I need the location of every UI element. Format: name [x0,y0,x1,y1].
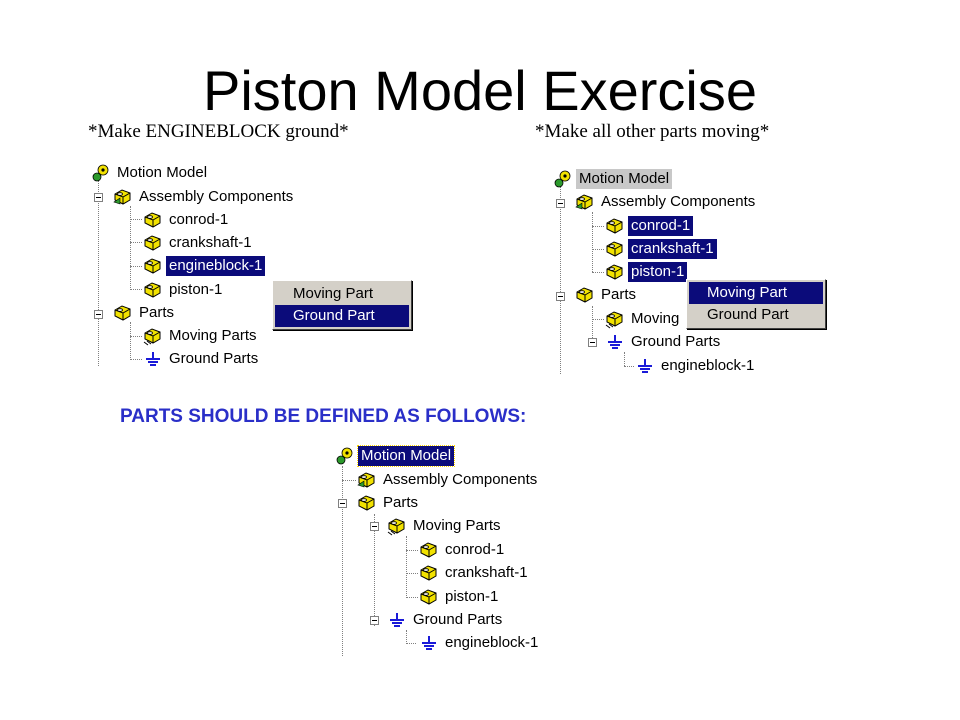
tree3-item-conrod[interactable]: conrod-1 [418,540,507,560]
motion-model-icon [92,164,109,182]
tree3-item-piston[interactable]: piston-1 [418,587,501,607]
part-block-icon [420,542,437,558]
ground-icon [607,334,623,349]
section-heading: PARTS SHOULD BE DEFINED AS FOLLOWS: [120,406,527,427]
part-block-icon [144,282,161,298]
tree3-parts[interactable]: Parts [356,493,421,513]
part-block-icon [606,264,623,280]
tree1-item-piston[interactable]: piston-1 [142,280,225,300]
collapse-toggle[interactable] [94,193,103,202]
motion-model-icon [336,447,353,465]
menu-item-moving-part[interactable]: Moving Part [293,285,374,302]
assembly-icon [574,192,596,212]
tree1-moving-parts[interactable]: Moving Parts [142,326,260,346]
tree2-root[interactable]: Motion Model [552,169,673,189]
ground-icon [389,612,405,627]
motion-model-icon [554,170,571,188]
collapse-toggle[interactable] [556,199,565,208]
tree1-item-engineblock[interactable]: engineblock-1 [142,256,266,276]
menu-item-moving-part[interactable]: Moving Part [689,282,823,304]
collapse-toggle[interactable] [370,616,379,625]
ground-icon [145,351,161,366]
collapse-toggle[interactable] [588,338,597,347]
assembly-icon [112,187,134,207]
part-block-icon [144,258,161,274]
instruction-right: *Make all other parts moving* [535,121,770,142]
collapse-toggle[interactable] [94,310,103,319]
part-block-icon [114,305,131,321]
part-block-icon [420,565,437,581]
part-block-icon [606,218,623,234]
instruction-left: *Make ENGINEBLOCK ground* [88,121,349,142]
part-block-icon [144,235,161,251]
part-block-icon [358,495,375,511]
assembly-icon [356,470,378,490]
tree2-item-engineblock[interactable]: engineblock-1 [634,356,757,376]
tree2-assembly[interactable]: Assembly Components [574,192,758,212]
tree1-item-crankshaft[interactable]: crankshaft-1 [142,233,255,253]
part-block-icon [420,589,437,605]
part-block-icon [606,241,623,257]
tree1-item-conrod[interactable]: conrod-1 [142,210,231,230]
tree3-assembly[interactable]: Assembly Components [356,470,540,490]
moving-parts-icon [142,326,164,346]
collapse-toggle[interactable] [370,522,379,531]
tree3-ground-parts[interactable]: Ground Parts [386,610,505,630]
tree1-parts[interactable]: Parts [112,303,177,323]
context-menu-1: Moving Part Ground Part [272,280,412,330]
moving-parts-icon [604,309,626,329]
tree2-item-piston[interactable]: piston-1 [604,262,688,282]
tree2-moving-parts[interactable]: Moving [604,309,682,329]
part-block-icon [144,212,161,228]
menu-item-ground-part[interactable]: Ground Part [707,306,789,323]
tree1-root[interactable]: Motion Model [90,163,210,183]
context-menu-2: Moving Part Ground Part [686,279,826,329]
ground-icon [637,358,653,373]
tree2-item-conrod[interactable]: conrod-1 [604,216,694,236]
tree1-ground-parts[interactable]: Ground Parts [142,349,261,369]
tree2-ground-parts[interactable]: Ground Parts [604,332,723,352]
tree3-root[interactable]: Motion Model [334,445,456,467]
tree3-item-crankshaft[interactable]: crankshaft-1 [418,563,531,583]
tree2-parts[interactable]: Parts [574,285,639,305]
collapse-toggle[interactable] [556,292,565,301]
moving-parts-icon [386,516,408,536]
ground-icon [421,635,437,650]
menu-item-ground-part[interactable]: Ground Part [275,305,409,327]
tree3-moving-parts[interactable]: Moving Parts [386,516,504,536]
tree1-assembly[interactable]: Assembly Components [112,187,296,207]
part-block-icon [576,287,593,303]
tree2-item-crankshaft[interactable]: crankshaft-1 [604,239,717,259]
collapse-toggle[interactable] [338,499,347,508]
tree3-item-engineblock[interactable]: engineblock-1 [418,633,541,653]
page-title: Piston Model Exercise [202,59,757,122]
